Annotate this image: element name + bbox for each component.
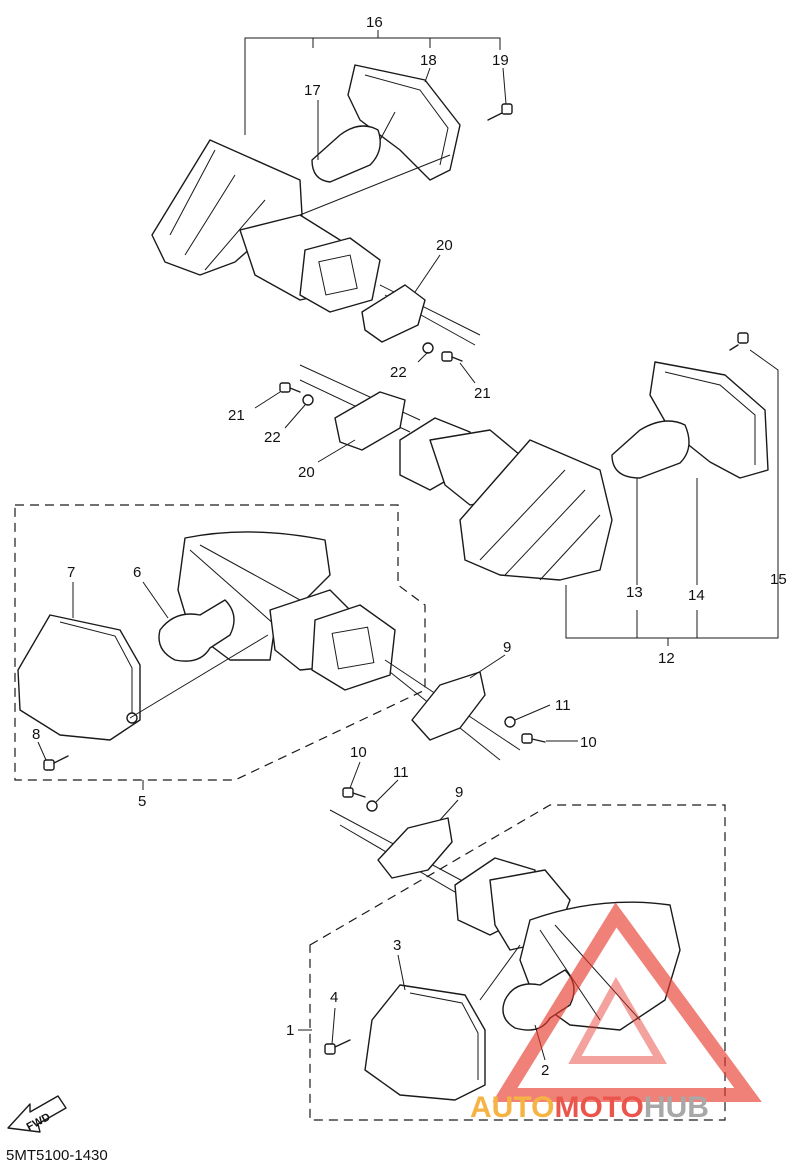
- callout-12: 12: [658, 650, 675, 667]
- callout-5: 5: [138, 793, 146, 810]
- watermark-text-moto: MOTO: [554, 1091, 643, 1124]
- watermark-text-hub: HUB: [644, 1091, 709, 1124]
- callout-20-top: 20: [436, 237, 453, 254]
- washer-11-left: [504, 716, 516, 728]
- callout-7: 7: [67, 564, 75, 581]
- callout-8: 8: [32, 726, 40, 743]
- svg-text:AUTOMOTOHUB: AUTOMOTOHUB: [470, 1091, 709, 1124]
- callout-14: 14: [688, 587, 705, 604]
- washer-22-top: [422, 342, 434, 354]
- screw-8: [43, 755, 69, 771]
- assembly-front-left: [14, 504, 546, 781]
- callout-3: 3: [393, 937, 401, 954]
- stem-clamp-top: [299, 237, 381, 313]
- callout-17: 17: [304, 82, 321, 99]
- callout-21-top: 21: [474, 385, 491, 402]
- callout-11-left: 11: [555, 697, 571, 714]
- callout-9-bottom: 9: [455, 784, 463, 801]
- lens-14: [649, 361, 769, 479]
- plate-20-top: [361, 284, 426, 343]
- callout-21-middle: 21: [228, 407, 245, 424]
- screw-4: [324, 1039, 351, 1055]
- callout-22-middle: 22: [264, 429, 281, 446]
- bulb-17: [311, 125, 381, 183]
- callout-18: 18: [420, 52, 437, 69]
- callout-13: 13: [626, 584, 643, 601]
- callout-11-bottom: 11: [393, 764, 409, 781]
- bulb-13: [611, 420, 690, 479]
- watermark-text-auto: AUTO: [470, 1091, 554, 1124]
- plate-9-left: [411, 671, 486, 741]
- callout-20-middle: 20: [298, 464, 315, 481]
- screw-19: [487, 103, 513, 121]
- callout-9-left: 9: [503, 639, 511, 656]
- lens-18: [347, 64, 461, 181]
- callout-6: 6: [133, 564, 141, 581]
- lens-7: [17, 614, 141, 741]
- screw-15: [729, 332, 749, 351]
- lens-3: [364, 984, 486, 1101]
- assembly-front-right: [309, 787, 726, 1121]
- screw-10-left: [521, 733, 546, 744]
- callout-labels: 16 17 18 19 20 22 21 21 22 20 13 14 15 1…: [32, 14, 787, 1079]
- screw-21-middle: [279, 382, 301, 393]
- callout-10-left: 10: [580, 734, 597, 751]
- assembly-top-rear-left: [151, 30, 513, 362]
- bulb-6: [158, 599, 235, 662]
- washer-22-middle: [302, 394, 314, 406]
- callout-19: 19: [492, 52, 509, 69]
- washer-11-bottom: [366, 800, 378, 812]
- watermark-triangle-icon: [492, 902, 762, 1102]
- stem-clamp-left: [311, 604, 396, 691]
- callout-15: 15: [770, 571, 787, 588]
- assembly-middle-rear-right: [279, 332, 779, 646]
- callout-1: 1: [286, 1022, 294, 1039]
- screw-10-bottom: [342, 787, 366, 798]
- watermark-logo: AUTOMOTOHUB: [470, 902, 762, 1124]
- turn-signal-housing-top: [151, 139, 303, 276]
- diagram-code: 5MT5100-1430: [6, 1147, 108, 1164]
- bulb-2: [502, 969, 575, 1031]
- callout-4: 4: [330, 989, 338, 1006]
- callout-10-bottom: 10: [350, 744, 367, 761]
- callout-22-top: 22: [390, 364, 407, 381]
- turn-signal-housing-middle: [459, 439, 613, 581]
- callout-16: 16: [366, 14, 383, 31]
- screw-21-top: [441, 351, 463, 362]
- fwd-arrow-icon: FWD: [7, 1095, 67, 1133]
- plate-20-middle: [334, 391, 406, 451]
- callout-2: 2: [541, 1062, 549, 1079]
- plate-9-bottom: [377, 817, 453, 879]
